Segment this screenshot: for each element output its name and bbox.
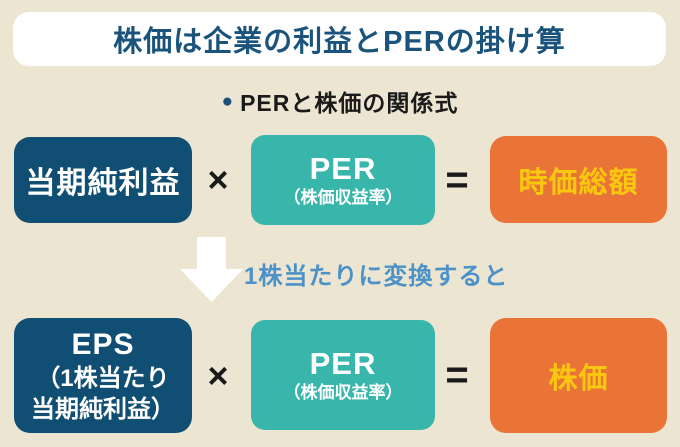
eps-label: EPS [71,327,135,361]
net-profit-box: 当期純利益 [14,137,192,223]
per-label: PER [309,150,377,186]
multiply-operator-bottom: × [207,354,229,396]
stock-price-box: 株価 [490,318,667,433]
per-sublabel-bottom: （株価収益率） [283,382,403,402]
equals-operator-bottom: = [445,353,469,397]
subtitle: ● PERと株価の関係式 [0,84,680,118]
net-profit-label: 当期純利益 [25,167,181,200]
page-title: 株価は企業の利益とPERの掛け算 [113,26,566,58]
market-cap-label: 時価総額 [518,166,639,199]
title-banner: 株価は企業の利益とPERの掛け算 [13,12,666,66]
multiply-operator-top: × [207,159,229,200]
per-share-conversion-label: 1株当たりに変換すると [244,263,509,290]
market-cap-box: 時価総額 [490,136,667,223]
eps-sublabel-2: 当期純利益） [31,395,175,423]
per-sublabel: （株価収益率） [283,187,403,207]
equals-operator-top: = [445,157,469,202]
down-arrow-icon [180,237,243,302]
eps-sublabel-1: （1株当たり [36,364,170,392]
per-box-top: PER （株価収益率） [251,135,435,225]
per-label-bottom: PER [309,345,377,381]
subtitle-text: PERと株価の関係式 [240,90,459,116]
per-box-bottom: PER （株価収益率） [251,320,435,430]
stock-price-label: 株価 [548,362,609,395]
bullet-icon: ● [221,90,234,112]
eps-box: EPS （1株当たり 当期純利益） [14,318,192,433]
